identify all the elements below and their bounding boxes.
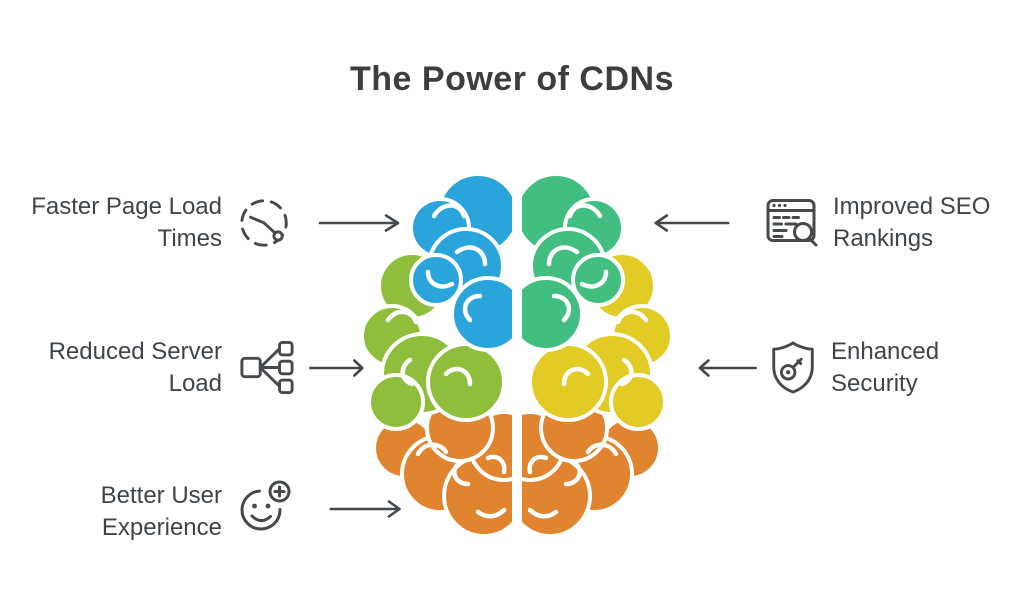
seo-search-icon <box>765 196 821 249</box>
arrow-improved-seo <box>652 213 730 233</box>
label-faster-page-load-times: Faster Page Load Times <box>31 193 222 252</box>
arrow-faster-page-load <box>318 213 402 233</box>
label-improved-seo-rankings: Improved SEO Rankings <box>833 193 991 252</box>
arrow-reduced-server-load <box>309 358 365 378</box>
network-icon <box>239 339 295 396</box>
brain-left-hemisphere <box>362 172 512 538</box>
page-title: The Power of CDNs <box>350 60 674 98</box>
arrow-better-user-experience <box>329 499 403 519</box>
label-enhanced-security: Enhanced Security <box>831 338 940 397</box>
clock-icon <box>236 192 294 252</box>
shield-key-icon <box>766 338 820 396</box>
label-reduced-server-load: Reduced Server Load <box>48 338 222 397</box>
arrow-enhanced-security <box>697 358 757 378</box>
smiley-plus-icon <box>238 478 294 534</box>
label-better-user-experience: Better User Experience <box>100 482 222 541</box>
brain-right-hemisphere <box>522 172 672 538</box>
brain-illustration <box>362 172 672 538</box>
